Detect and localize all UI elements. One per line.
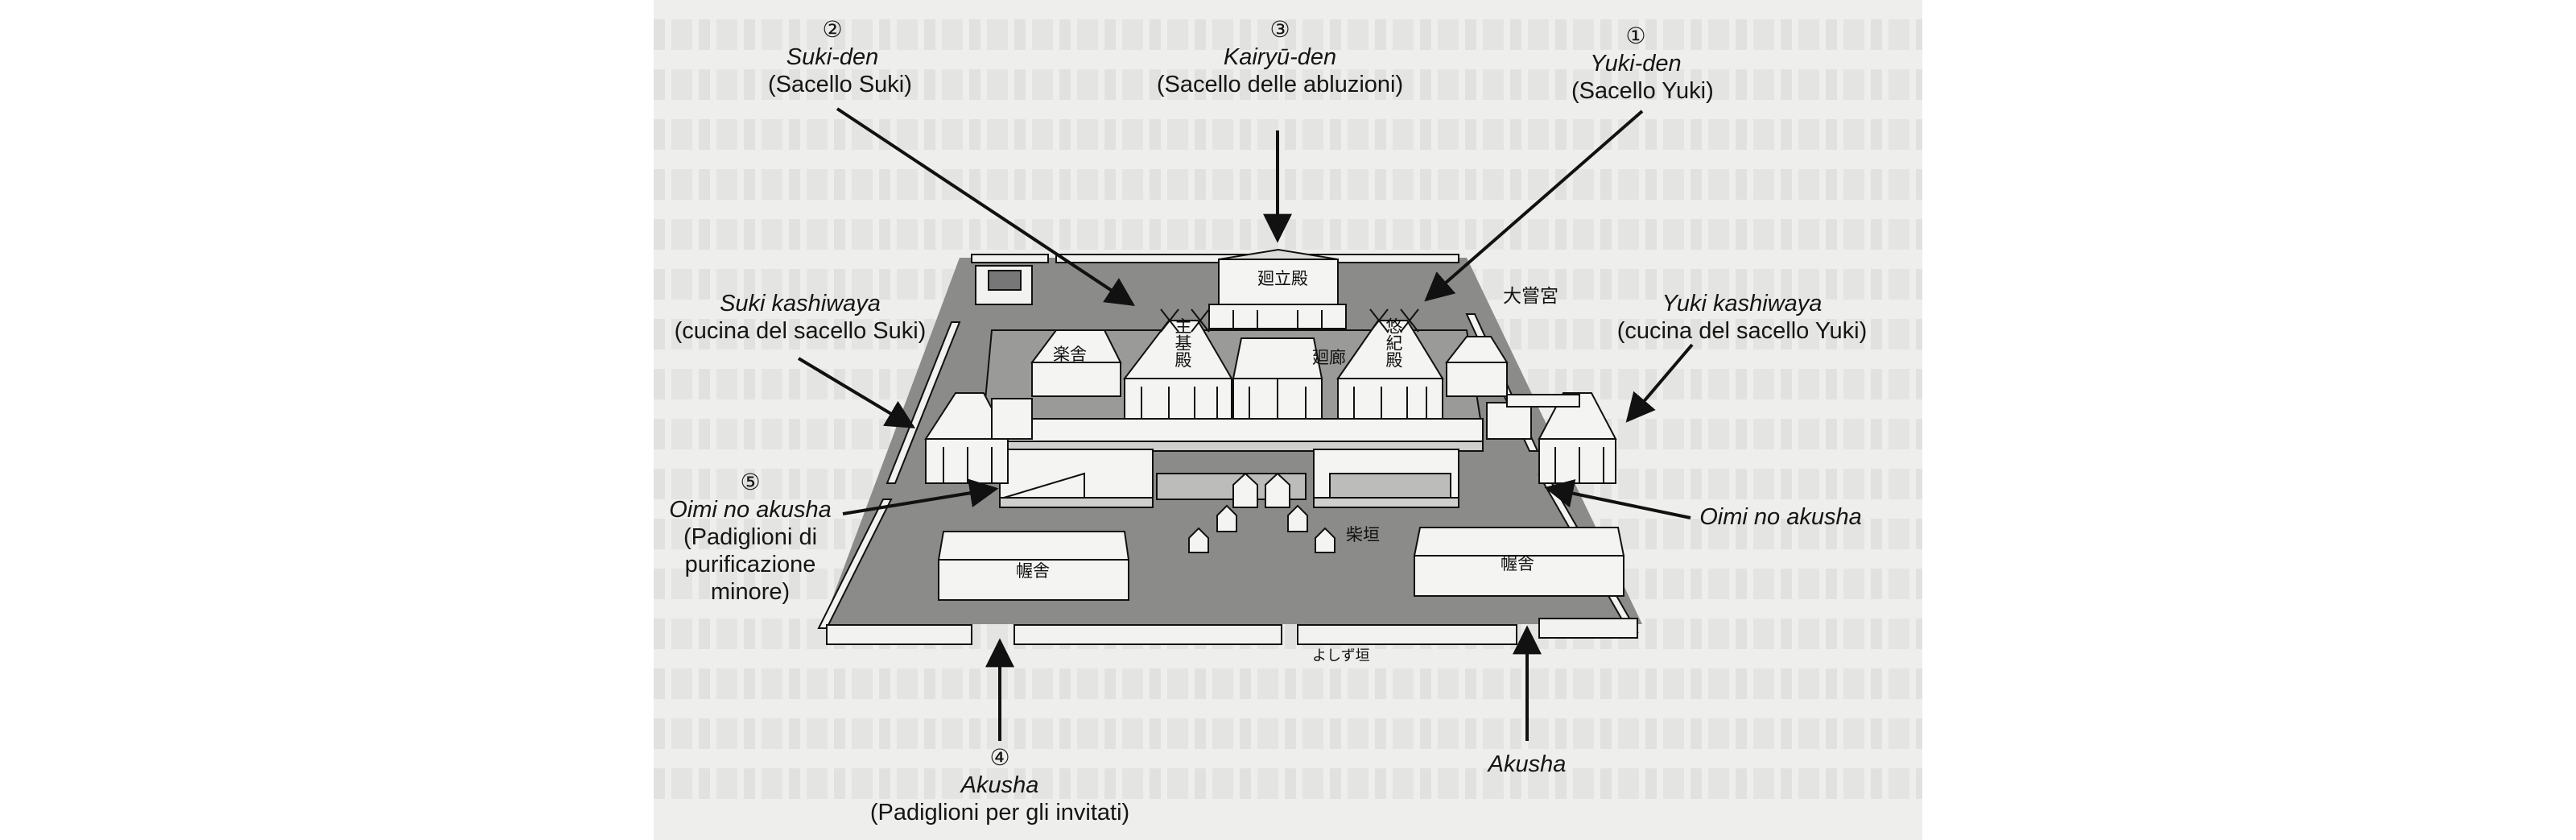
right-wing [1486,402,1532,440]
suki-kashiwaya-name: Suki kashiwaya [720,291,881,317]
arrow-yuki-den [1424,110,1644,302]
number-5: ⑤ [740,470,761,494]
suki-kashiwaya-desc: (cucina del sacello Suki) [674,318,927,344]
suki-den-building [1122,308,1233,420]
label-suki-kashiwaya: Suki kashiwaya (cucina del sacello Suki) [663,290,937,345]
label-akusha-left: ④ Akusha (Padiglioni per gli invitati) [847,744,1153,826]
arrow-yuki-kashiwaya [1625,343,1694,423]
label-oimi-left: ⑤ Oimi no akusha (Padiglioni di purifica… [662,469,839,606]
kairyu-den-desc: (Sacello delle abluzioni) [1156,72,1404,97]
oimi-right-name: Oimi no akusha [1699,504,1862,530]
akusha-right-name: Akusha [1488,751,1567,777]
arrow-oimi-left [842,478,999,515]
outer-fence-left [886,321,961,484]
number-1: ① [1625,23,1646,48]
akusha-right-building [1413,527,1625,597]
outer-fence-back [971,254,1049,263]
arrow-suki-kashiwaya [797,357,916,428]
central-corridor [1232,337,1323,420]
gakusha-building [1030,329,1122,397]
yuki-den-desc: (Sacello Yuki) [1571,78,1714,104]
label-suki-den: ② Suki-den (Sacello Suki) [768,16,912,98]
kairyu-den-name: Kairyū-den [1223,44,1337,70]
yuki-den-building [1336,308,1444,420]
kanji-gakusha: 楽舎 [1053,345,1087,364]
number-3: ③ [1269,17,1290,42]
yuki-den-name: Yuki-den [1590,51,1682,77]
yoshizu-fence [826,624,972,645]
oimi-left-desc2: purificazione [684,552,816,577]
yuki-kashiwaya-name: Yuki kashiwaya [1662,291,1823,317]
back-left-enclosure [975,265,1033,305]
kanji-shibagaki: 柴垣 [1346,525,1380,544]
number-4: ④ [989,745,1010,770]
suki-den-desc: (Sacello Suki) [768,72,912,97]
arrow-suki-den [836,107,1136,306]
label-yuki-kashiwaya: Yuki kashiwaya (cucina del sacello Yuki) [1605,290,1879,345]
daijokyu-diagram [797,107,1694,741]
kanji-kairyuden: 廻立殿 [1257,269,1308,288]
right-corridor-building [1444,336,1509,397]
kanji-yoshizugaki: よしず垣 [1312,648,1370,664]
oimi-left-desc3: minore) [710,579,791,605]
label-oimi-right: Oimi no akusha [1692,503,1869,531]
akusha-left-desc: (Padiglioni per gli invitati) [869,800,1130,826]
kanji-tenrou: 廻廊 [1312,348,1346,367]
label-akusha-right: Akusha [1475,751,1579,778]
arrow-oimi-right [1544,478,1691,519]
oimi-left-name: Oimi no akusha [669,497,832,523]
kanji-sukiden: 主基殿 [1173,317,1192,368]
akusha-left-name: Akusha [960,772,1039,798]
book-page: 廻立殿 大嘗宮 楽舎 主基殿 悠紀殿 廻廊 柴垣 幄舎 幄舎 よしず垣 ② Su… [654,0,1922,840]
kanji-yukiden: 悠紀殿 [1384,317,1403,368]
label-yuki-den: ① Yuki-den (Sacello Yuki) [1571,23,1714,105]
suki-den-name: Suki-den [786,44,879,70]
akusha-left-building [937,531,1130,601]
label-kairyu-den: ③ Kairyū-den (Sacello delle abluzioni) [1143,16,1417,98]
suki-kashiwaya-building [924,392,1009,484]
kairyu-den-building [1208,248,1347,329]
oimi-left-desc1: (Padiglioni di [683,524,818,550]
number-2: ② [822,17,843,42]
yuki-kashiwaya-desc: (cucina del sacello Yuki) [1616,318,1868,344]
kanji-akusha-left: 幄舎 [1016,561,1050,581]
kanji-akusha-right: 幄舎 [1501,554,1534,573]
south-gates [1188,472,1335,553]
kanji-daijokyu: 大嘗宮 [1503,286,1558,307]
left-wing [991,398,1033,440]
